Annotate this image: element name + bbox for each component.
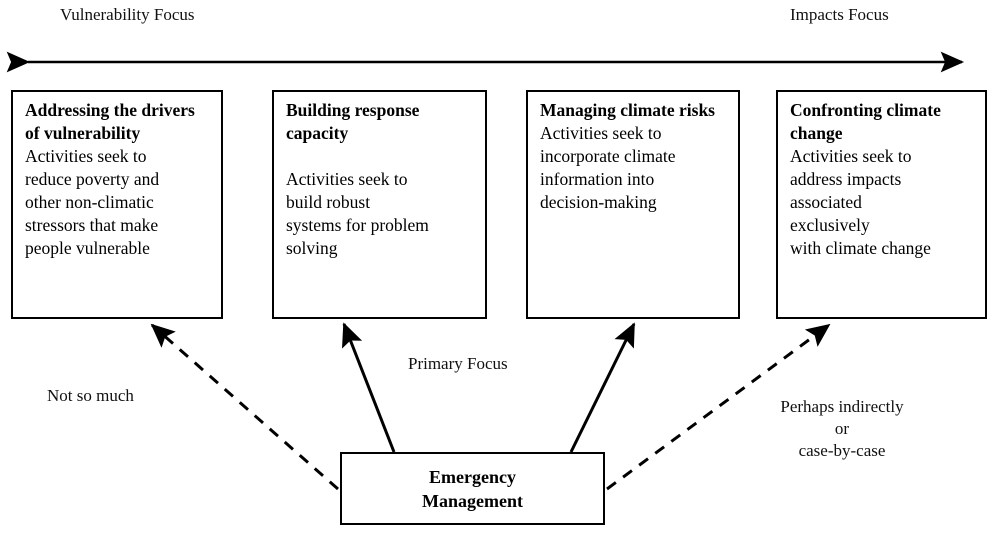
annotation-not-so-much: Not so much [47, 386, 134, 405]
pillar-title: Managing climate risks [540, 100, 715, 120]
pillar-body: Activities seek to build robust systems … [286, 169, 429, 258]
emergency-management-label: Emergency Management [422, 466, 523, 511]
connector-em-to-building-response-capacity [342, 322, 396, 453]
pillar-confronting-climate-change[interactable]: Confronting climate change Activities se… [776, 90, 987, 319]
pillar-building-response-capacity[interactable]: Building response capacity Activities se… [272, 90, 487, 319]
emergency-management-node[interactable]: Emergency Management [340, 452, 605, 525]
connector-em-to-addressing-drivers [150, 323, 339, 491]
pillar-body: Activities seek to reduce poverty and ot… [25, 146, 160, 258]
axis-label-impacts-focus: Impacts Focus [790, 5, 889, 24]
connector-em-to-managing-climate-risks [569, 322, 636, 453]
pillar-addressing-drivers-of-vulnerability[interactable]: Addressing the drivers of vulnerability … [11, 90, 223, 319]
pillar-body: Activities seek to incorporate climate i… [540, 123, 676, 212]
annotation-perhaps-indirectly: Perhaps indirectly or case-by-case [780, 397, 904, 460]
pillar-title: Addressing the drivers of vulnerability [25, 100, 195, 143]
pillar-title: Building response capacity [286, 100, 420, 143]
axis-label-vulnerability-focus: Vulnerability Focus [60, 5, 195, 24]
pillar-spacer [286, 145, 476, 168]
pillar-body: Activities seek to address impacts assoc… [790, 146, 931, 258]
annotation-primary-focus: Primary Focus [408, 354, 508, 373]
pillar-title: Confronting climate change [790, 100, 941, 143]
pillar-managing-climate-risks[interactable]: Managing climate risks Activities seek t… [526, 90, 740, 319]
